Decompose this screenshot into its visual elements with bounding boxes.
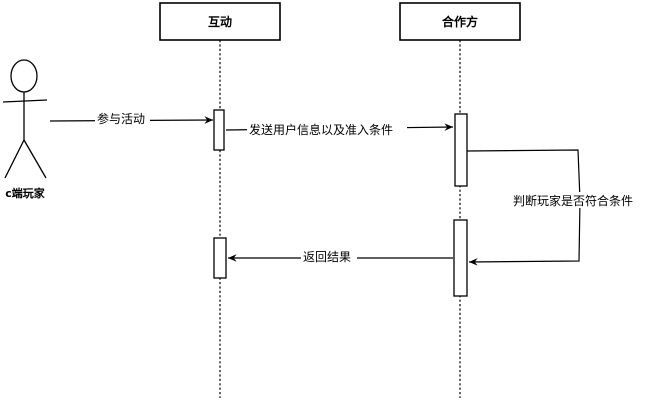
participant-interaction: 互动 [159,2,281,398]
participant-title-partner: 合作方 [442,14,478,29]
participant-partner: 合作方 [399,2,521,398]
actor-player: c端玩家 [2,59,48,200]
message-label-join-activity: 参与活动 [97,111,145,126]
activation-partner-1 [454,113,468,187]
label-bg-return-result [301,248,357,264]
label-bg-judge-player [510,192,646,208]
message-label-judge-player: 判断玩家是否符合条件 [513,193,633,208]
message-join-activity: 参与活动 [49,110,214,126]
message-return-result: 返回结果 [228,248,453,264]
actor-label: c端玩家 [5,186,46,200]
message-label-return-result: 返回结果 [303,250,351,264]
activation-partner-2 [453,219,468,297]
label-bg-send-user-info [247,121,407,137]
participant-box-interaction [159,2,281,41]
message-label-send-user-info: 发送用户信息以及准入条件 [249,122,393,137]
actor-arms [2,99,48,103]
activation-interaction-1 [213,109,225,151]
activation-interaction-2 [213,237,227,279]
participant-box-partner [399,2,521,41]
label-bg-join-activity [95,110,150,126]
message-judge-player: 判断玩家是否符合条件 [466,149,646,266]
actor-head [10,59,38,93]
actor-left-leg [4,139,25,179]
message-send-user-info: 发送用户信息以及准入条件 [225,121,454,137]
participant-title-interaction: 互动 [208,15,232,29]
actor-right-leg [23,139,47,179]
